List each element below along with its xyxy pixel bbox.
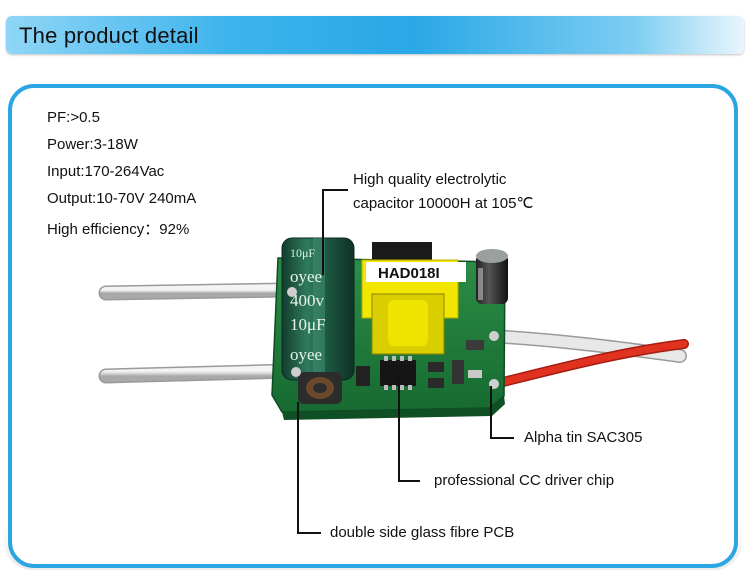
inductor-coil (298, 372, 342, 404)
smd-components (356, 340, 484, 388)
tin-leader-h (490, 437, 514, 439)
capacitor-leader-v (322, 189, 324, 275)
output-wire-white (483, 329, 687, 363)
capacitor-voltage: 400v (290, 291, 325, 310)
spec-pf: PF:>0.5 (47, 109, 100, 126)
callout-tin: Alpha tin SAC305 (524, 429, 643, 446)
input-wire-bottom (98, 363, 298, 384)
product-frame (8, 84, 738, 568)
spec-input: Input:170-264Vac (47, 163, 165, 180)
transformer-label: HAD018I (378, 265, 440, 282)
spec-efficiency: High efficiency：92% (47, 221, 190, 238)
small-capacitor (476, 249, 508, 304)
callout-chip: professional CC driver chip (434, 472, 615, 489)
electrolytic-capacitor: 10μF oyee 400v 10μF oyee (281, 237, 355, 381)
capacitor-brand-2: oyee (290, 345, 322, 364)
header-title: The product detail (19, 23, 199, 48)
pcb-leader-h (297, 532, 321, 534)
header-bar: The product detail (6, 16, 744, 54)
chip-leader-v (398, 380, 400, 481)
chip-leader-h (398, 480, 420, 482)
spec-output: Output:10-70V 240mA (47, 190, 197, 207)
callout-capacitor-line2: capacitor 10000H at 105℃ (353, 195, 534, 212)
transformer: HAD018I (361, 242, 466, 355)
output-wire-red (490, 339, 689, 389)
input-wire-top (98, 282, 294, 301)
tin-leader-v (490, 386, 492, 438)
capacitor-brand: oyee (290, 267, 322, 286)
capacitor-capacitance: 10μF (290, 315, 326, 334)
capacitor-text-top: 10μF (290, 246, 315, 260)
capacitor-leader-h (322, 189, 348, 191)
callout-pcb: double side glass fibre PCB (330, 524, 515, 541)
spec-power: Power:3-18W (47, 136, 138, 153)
callout-capacitor-line1: High quality electrolytic (353, 171, 507, 188)
pcb-leader-v (297, 402, 299, 533)
